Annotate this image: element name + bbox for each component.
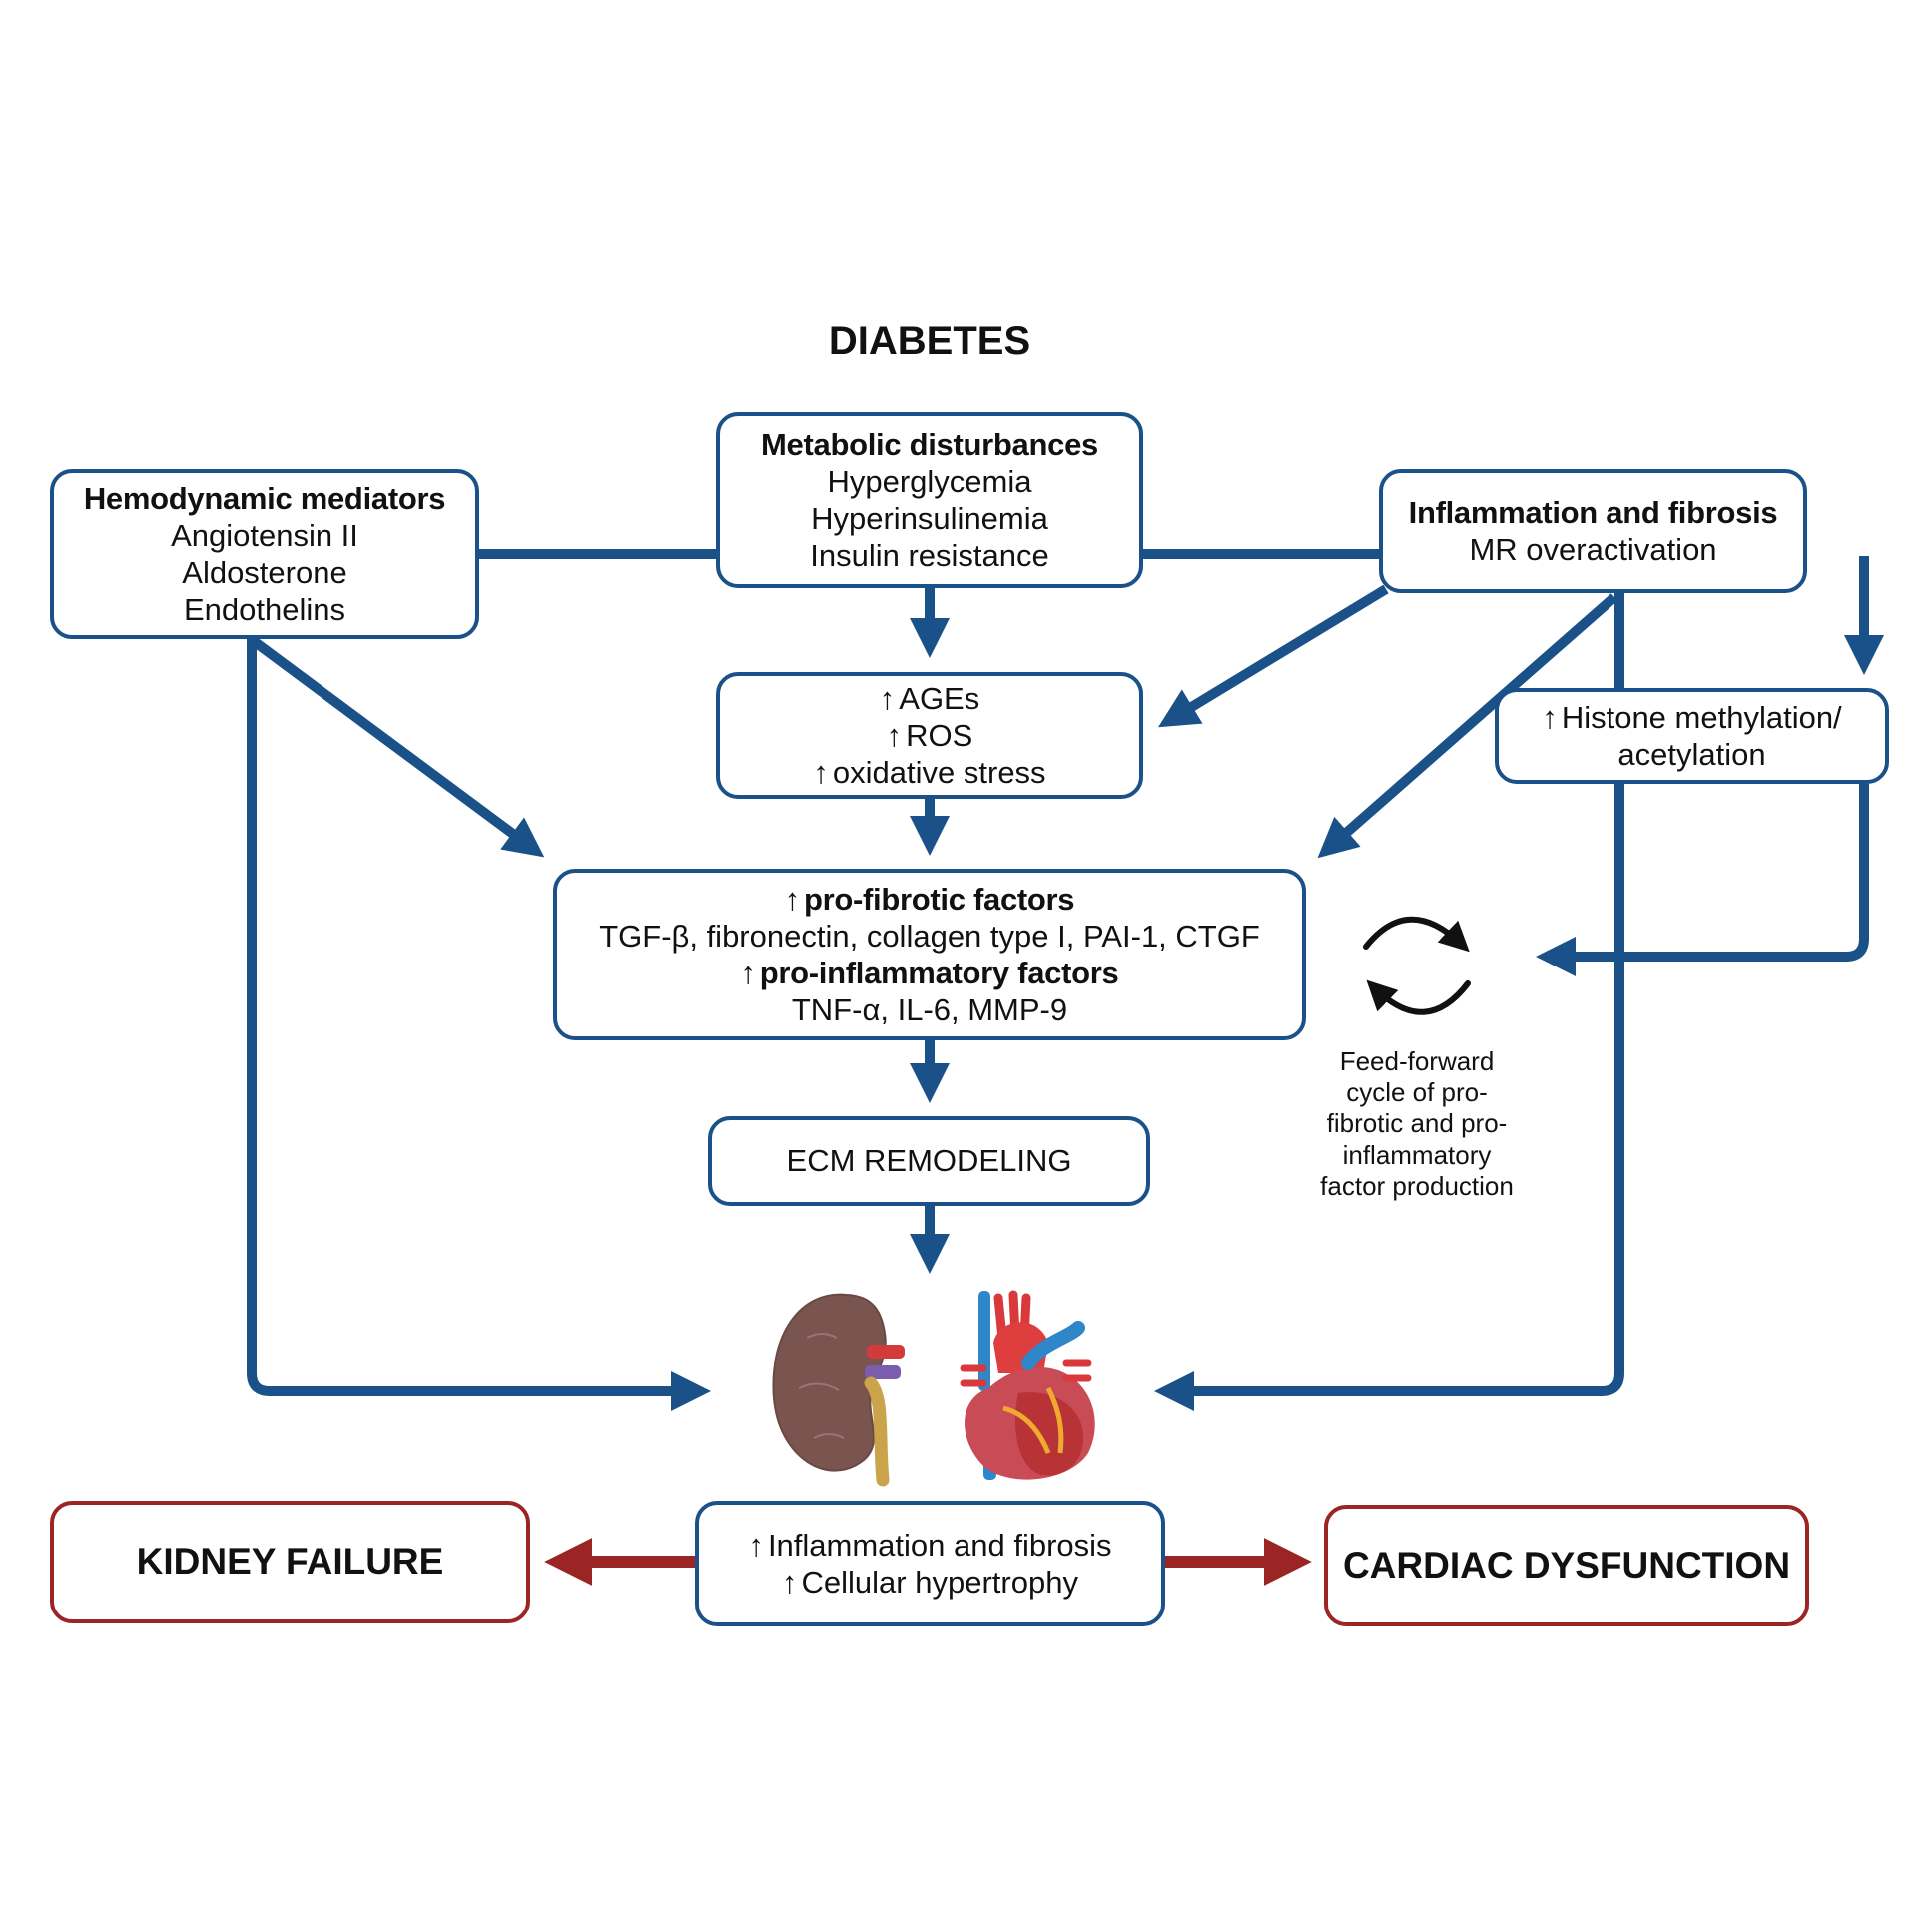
box-title: Inflammation and fibrosis bbox=[1408, 494, 1778, 530]
box-line: acetylation bbox=[1617, 737, 1766, 772]
box-line: Histone methylation/ bbox=[1542, 699, 1842, 736]
box-line: Hyperglycemia bbox=[827, 463, 1032, 499]
profibrotic-list: TGF-β, fibronectin, collagen type I, PAI… bbox=[599, 918, 1260, 954]
diagram-title: DIABETES bbox=[828, 320, 1031, 363]
cycle-arrows-icon bbox=[1363, 916, 1471, 1015]
histone-modification-box: Histone methylation/ acetylation bbox=[1495, 688, 1889, 784]
proinflammatory-title: pro-inflammatory factors bbox=[741, 955, 1119, 991]
box-line: oxidative stress bbox=[813, 754, 1046, 791]
caption-line: fibrotic and pro- bbox=[1326, 1108, 1508, 1139]
caption-line: inflammatory bbox=[1342, 1139, 1492, 1170]
oxidative-stress-box: AGEs ROS oxidative stress bbox=[716, 672, 1143, 799]
organ-effects-box: Inflammation and fibrosis Cellular hyper… bbox=[695, 1501, 1165, 1626]
kidney-illustration bbox=[772, 1293, 905, 1487]
inflammation-fibrosis-box: Inflammation and fibrosis MR overactivat… bbox=[1379, 469, 1807, 593]
feed-forward-caption: Feed-forward cycle of pro- fibrotic and … bbox=[1288, 1046, 1546, 1202]
arrow-hemodynamic-to-organs bbox=[247, 639, 712, 1411]
proinflammatory-list: TNF-α, IL-6, MMP-9 bbox=[791, 992, 1068, 1028]
box-line: Inflammation and fibrosis bbox=[748, 1527, 1112, 1564]
arrow-histone-to-feedforward bbox=[1535, 784, 1869, 976]
arrow-inflammation-to-oxidative bbox=[1158, 584, 1389, 728]
box-line: Insulin resistance bbox=[810, 538, 1049, 574]
hemodynamic-mediators-box: Hemodynamic mediators Angiotensin II Ald… bbox=[50, 469, 479, 639]
box-line: Endothelins bbox=[183, 592, 345, 628]
metabolic-disturbances-box: Metabolic disturbances Hyperglycemia Hyp… bbox=[716, 412, 1143, 588]
profibrotic-title: pro-fibrotic factors bbox=[785, 881, 1075, 918]
box-line: Cellular hypertrophy bbox=[782, 1564, 1078, 1601]
caption-line: Feed-forward bbox=[1339, 1046, 1495, 1076]
profibrotic-proinflammatory-box: pro-fibrotic factors TGF-β, fibronectin,… bbox=[553, 869, 1306, 1040]
kidney-failure-label: KIDNEY FAILURE bbox=[136, 1541, 444, 1583]
box-line: Aldosterone bbox=[182, 555, 347, 590]
heart-illustration bbox=[960, 1290, 1095, 1480]
box-line: Angiotensin II bbox=[171, 517, 358, 553]
ecm-label: ECM REMODELING bbox=[786, 1143, 1072, 1179]
kidney-failure-box: KIDNEY FAILURE bbox=[50, 1501, 530, 1623]
box-line: Hyperinsulinemia bbox=[811, 501, 1048, 536]
arrow-hemodynamic-to-factors bbox=[251, 636, 545, 858]
caption-line: factor production bbox=[1320, 1170, 1514, 1201]
cardiac-dysfunction-box: CARDIAC DYSFUNCTION bbox=[1324, 1505, 1809, 1626]
box-line: ROS bbox=[887, 717, 972, 754]
cardiac-dysfunction-label: CARDIAC DYSFUNCTION bbox=[1342, 1544, 1791, 1586]
arrow-inflammation-to-factors bbox=[1317, 593, 1618, 859]
box-line: MR overactivation bbox=[1469, 532, 1717, 567]
box-title: Hemodynamic mediators bbox=[83, 480, 446, 516]
caption-line: cycle of pro- bbox=[1346, 1077, 1488, 1108]
ecm-remodeling-box: ECM REMODELING bbox=[708, 1116, 1150, 1206]
box-title: Metabolic disturbances bbox=[761, 426, 1098, 462]
arrow-inflammation-to-organs bbox=[1153, 593, 1624, 1411]
box-line: AGEs bbox=[880, 680, 979, 717]
